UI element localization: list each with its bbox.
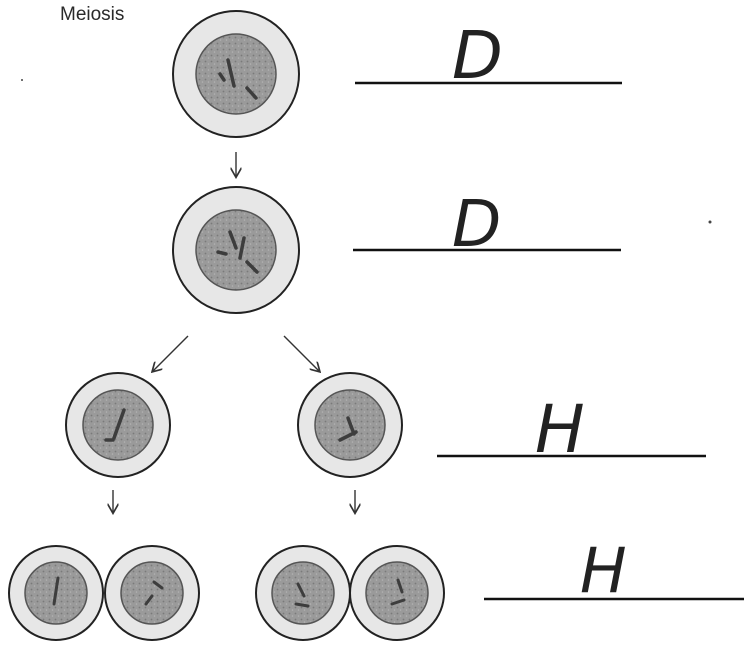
arrow-icon <box>284 336 319 371</box>
cell-icon <box>105 546 199 640</box>
arrow-icon <box>153 336 188 371</box>
cell-icon <box>173 11 299 137</box>
cell-icon <box>9 546 103 640</box>
cell-icon <box>173 187 299 313</box>
cell-icon <box>350 546 444 640</box>
handwritten-answer-2: D <box>452 188 501 262</box>
cell-icon <box>298 373 402 477</box>
handwritten-answer-1: D <box>452 17 503 94</box>
handwritten-answer-4: H <box>580 534 627 607</box>
stray-mark <box>709 221 712 224</box>
stray-mark <box>21 79 23 81</box>
handwritten-answer-3: H <box>535 391 585 468</box>
cell-icon <box>256 546 350 640</box>
cell-icon <box>66 373 170 477</box>
